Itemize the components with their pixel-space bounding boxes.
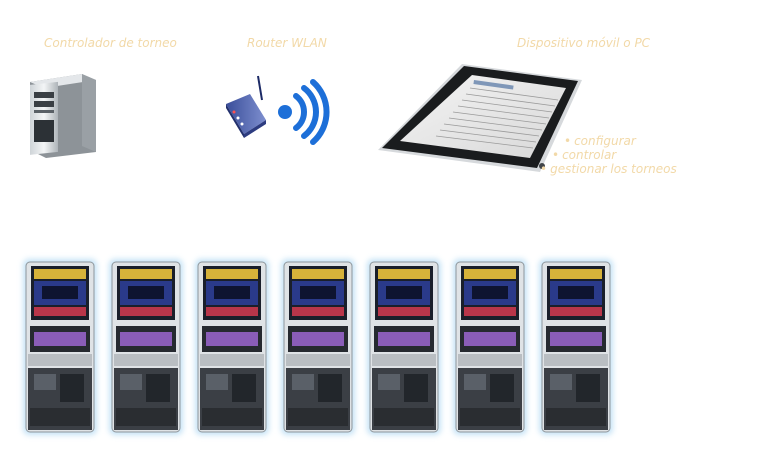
slot-machine-row (23, 259, 613, 435)
controller-label: Controlador de torneo (44, 36, 177, 50)
feature-item-control: •controlar (552, 148, 677, 162)
bullet-icon: • (564, 134, 572, 148)
feature-label: configurar (574, 134, 636, 148)
tablet-screen-table (435, 87, 559, 149)
slot-machine-icon (109, 259, 183, 435)
slot-machine-icon (281, 259, 355, 435)
feature-label: controlar (562, 148, 617, 162)
bullet-icon: • (552, 148, 560, 162)
feature-label: gestionar los torneos (550, 162, 677, 176)
feature-list: •configurar •controlar •gestionar los to… (540, 134, 677, 176)
desktop-tower-icon (30, 74, 96, 158)
device-label: Dispositivo móvil o PC (517, 36, 651, 50)
slot-machine-icon (23, 259, 97, 435)
router-label: Router WLAN (247, 36, 327, 50)
wlan-router-icon (226, 75, 266, 138)
slot-machine-icon (367, 259, 441, 435)
slot-machine-icon (453, 259, 527, 435)
feature-item-manage: •gestionar los torneos (540, 162, 677, 176)
tablet-icon (378, 64, 582, 172)
feature-item-configure: •configurar (564, 134, 677, 148)
slot-machine-icon (539, 259, 613, 435)
slot-machine-icon (195, 259, 269, 435)
wifi-signal-icon (278, 79, 330, 145)
bullet-icon: • (540, 162, 548, 176)
